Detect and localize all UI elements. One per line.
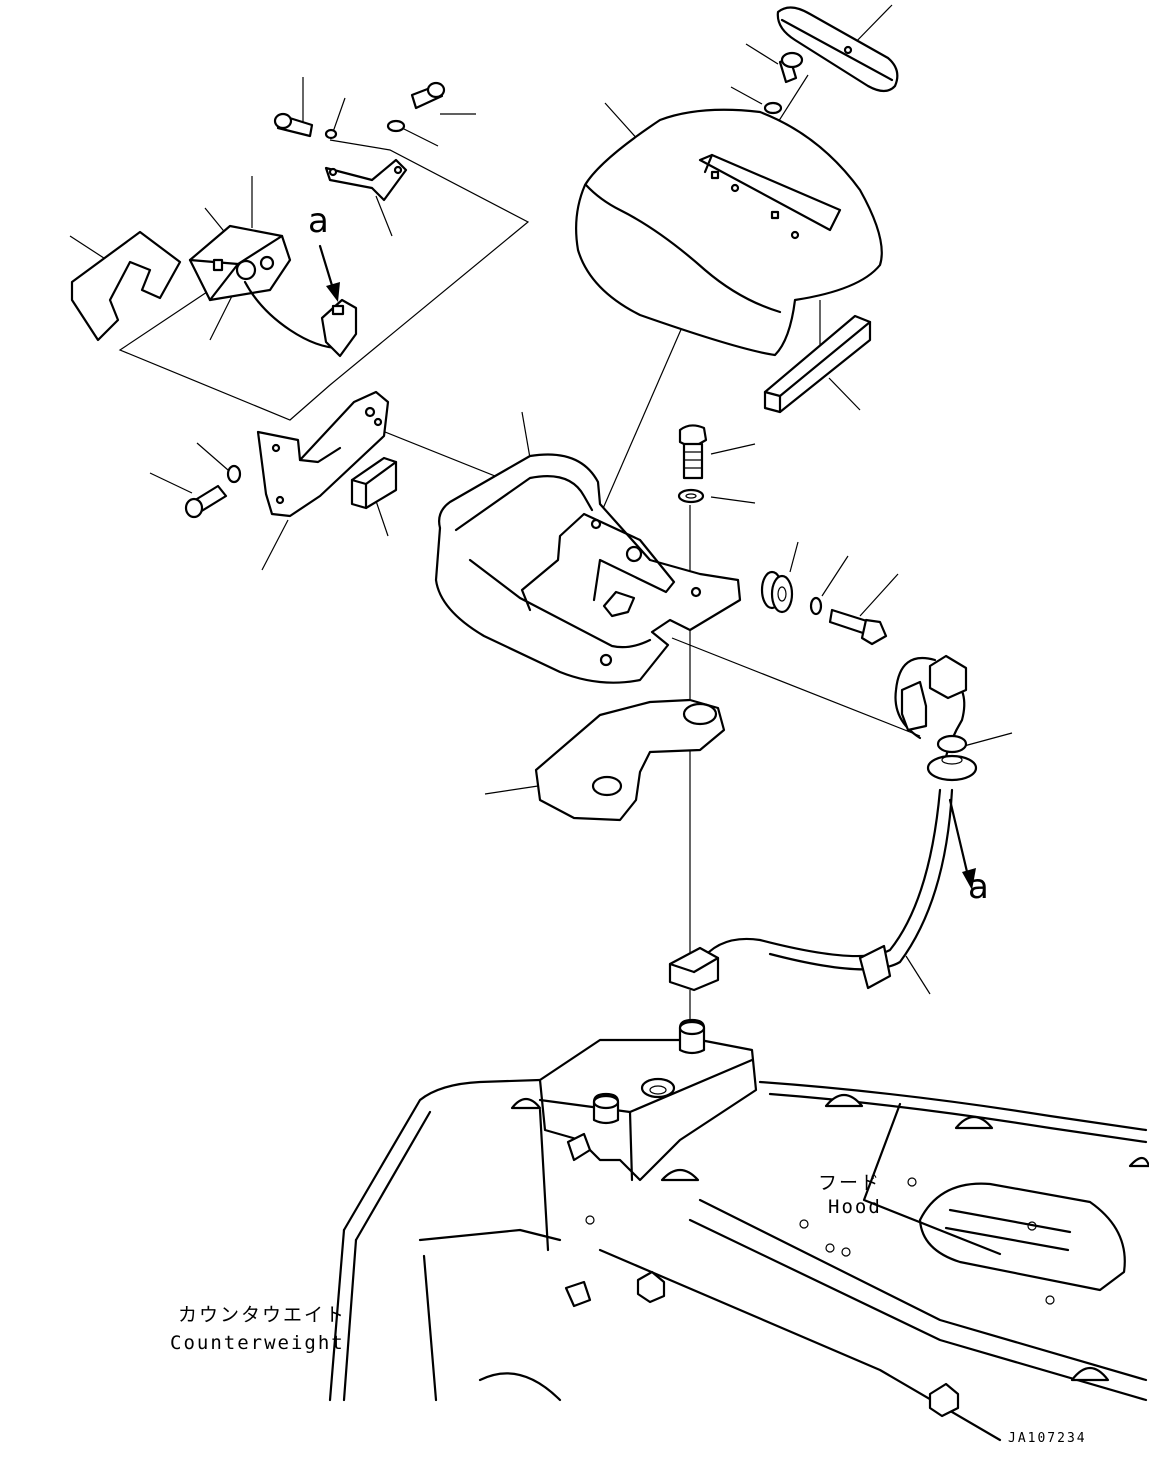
arrow-a-top — [318, 244, 340, 302]
handle-bolt — [763, 51, 804, 115]
hood-label-en: Hood — [828, 1196, 882, 1218]
hood-label-jp: フード — [818, 1172, 882, 1194]
grab-handle — [776, 6, 899, 93]
callout-a-top: a — [308, 201, 329, 241]
switch-body — [188, 224, 292, 302]
bolts-top-left — [273, 81, 446, 140]
grommet-washer-bolt-right — [760, 570, 888, 646]
bolt-mid-left — [184, 464, 242, 519]
bolt-center — [677, 424, 708, 504]
cover-housing — [575, 108, 883, 357]
mounting-plate — [256, 390, 390, 518]
plate-l-shape — [534, 698, 726, 822]
machine-body — [328, 1018, 1149, 1442]
callout-a-right: a — [968, 867, 989, 907]
foam-block-top — [763, 314, 872, 414]
drawing-number: JA107234 — [1008, 1431, 1087, 1446]
u-cover — [70, 230, 182, 342]
foam-block-small — [350, 456, 398, 510]
counterweight-label-jp: カウンタウエイト — [178, 1304, 347, 1326]
counterweight-label-en: Counterweight — [170, 1332, 345, 1354]
wiring-harness — [668, 654, 978, 992]
arrow-a-right — [948, 798, 976, 890]
switch-cable — [243, 280, 358, 358]
main-bracket — [434, 453, 742, 684]
bracket-small — [324, 158, 408, 202]
